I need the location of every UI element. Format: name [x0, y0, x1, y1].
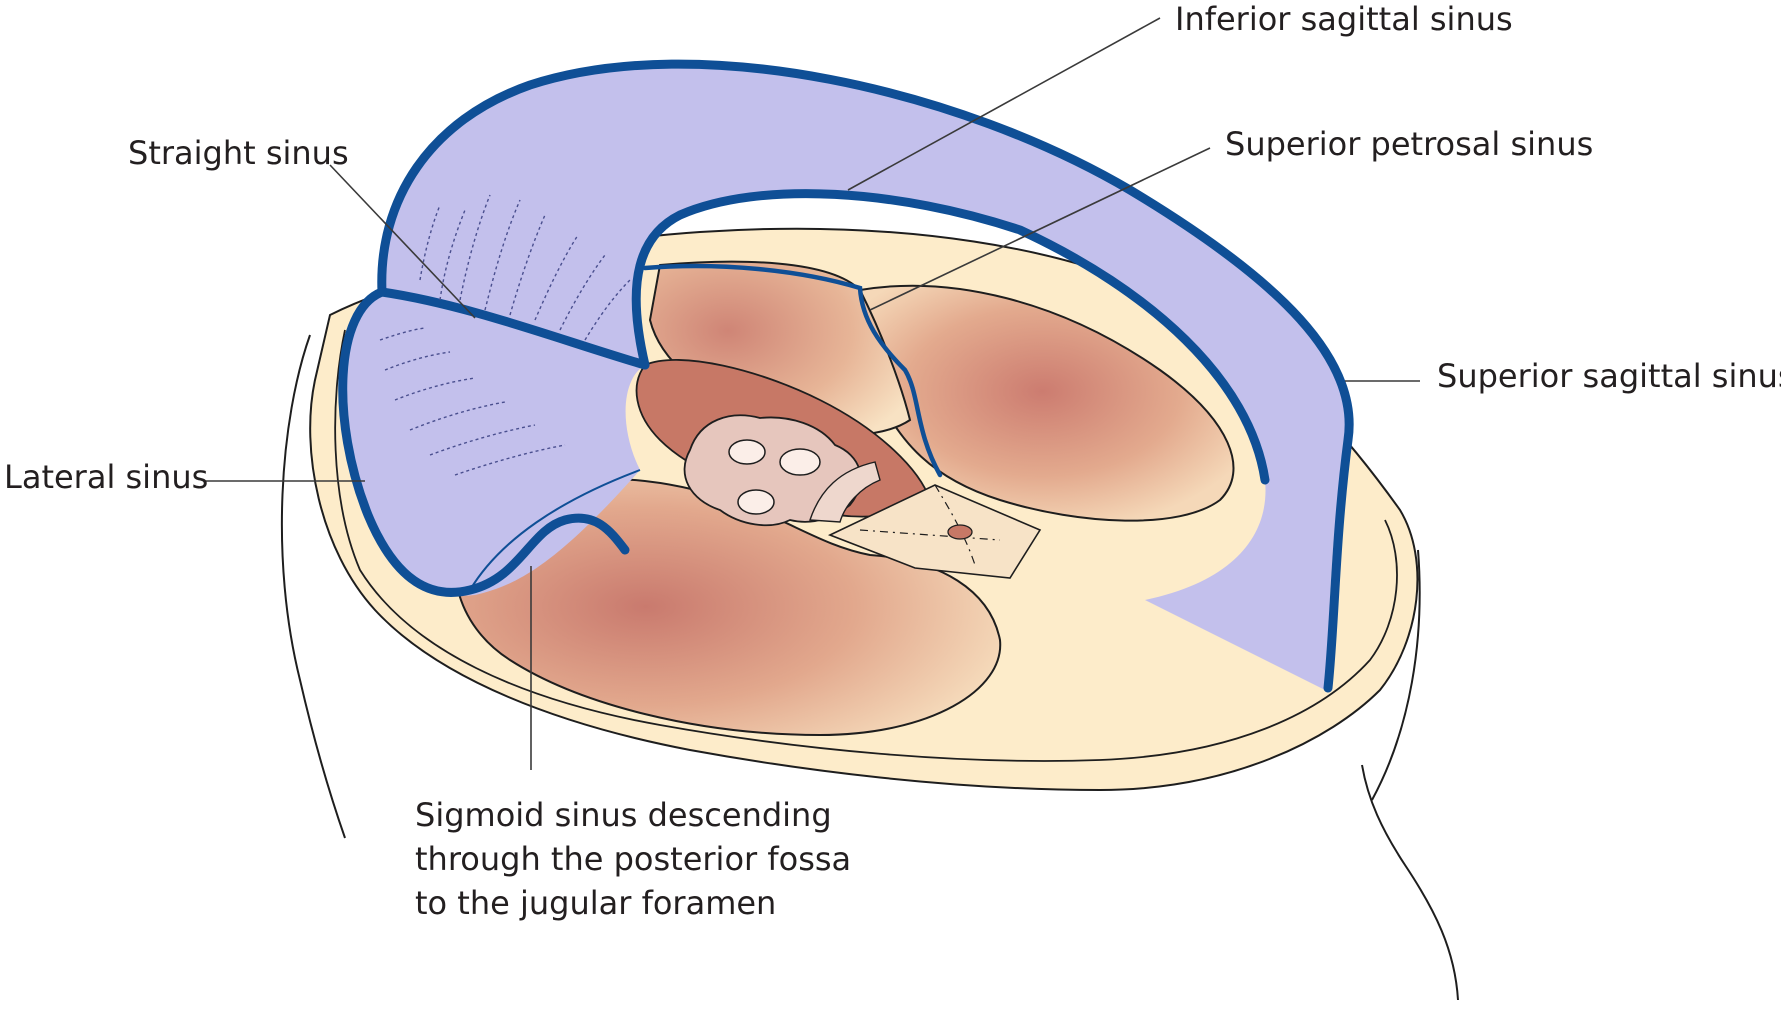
label-lateral-sinus: Lateral sinus [4, 458, 208, 496]
label-inferior-sagittal-sinus: Inferior sagittal sinus [1175, 0, 1513, 38]
label-sigmoid-sinus-line2: through the posterior fossa [415, 840, 851, 878]
label-superior-sagittal-sinus: Superior sagittal sinus [1437, 357, 1781, 395]
label-sigmoid-sinus-line3: to the jugular foramen [415, 884, 776, 922]
label-superior-petrosal-sinus: Superior petrosal sinus [1225, 125, 1593, 163]
foramen-dot [948, 525, 972, 539]
label-straight-sinus: Straight sinus [128, 134, 349, 172]
label-sigmoid-sinus-line1: Sigmoid sinus descending [415, 796, 832, 834]
neck-outline [1362, 765, 1458, 1000]
